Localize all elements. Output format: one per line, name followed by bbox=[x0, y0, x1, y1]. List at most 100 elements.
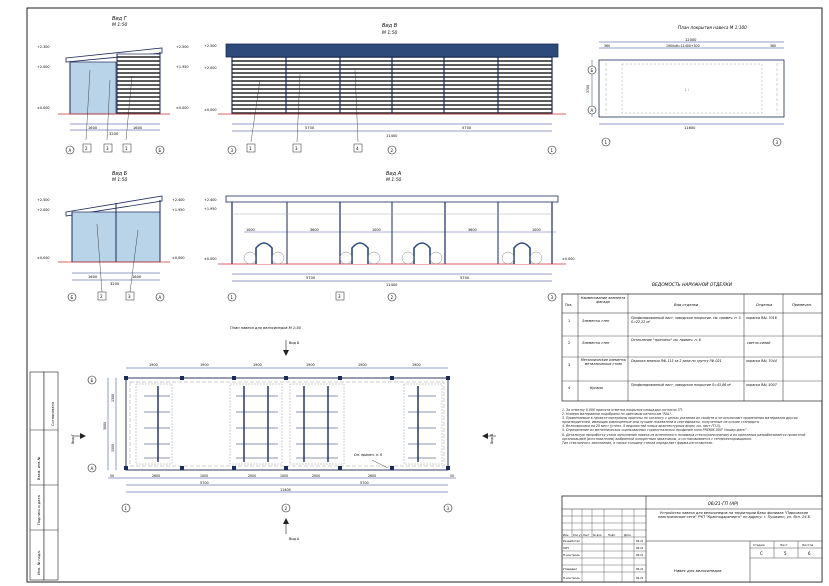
dim-v-5700b: 5700 bbox=[462, 126, 472, 130]
tb-date-1: 06.21 bbox=[636, 539, 644, 543]
tb-person-5: Н.контроль bbox=[563, 576, 580, 580]
axis-v-2: 2 bbox=[391, 148, 394, 153]
dim-a-3600b: 3600 bbox=[468, 228, 477, 232]
tb-person-3: Н.контроль bbox=[563, 553, 580, 557]
axis-roof-3: 3 bbox=[776, 140, 779, 145]
tb-stage: С bbox=[760, 551, 763, 556]
tb-col-doc: № док. bbox=[593, 534, 602, 537]
dim-roof-span: 1900x6=11400+300 bbox=[666, 44, 700, 48]
plan-dim-top-2: 1900 bbox=[200, 363, 209, 367]
row4-finish: Профилированный лист, заводское покрытие… bbox=[631, 383, 732, 387]
pos-v-4: 4 bbox=[356, 146, 359, 151]
tb-person-2: ГИП bbox=[563, 546, 570, 550]
view-b-title: Вид Б bbox=[112, 171, 128, 177]
row1-color: окраска RAL 7016 bbox=[746, 316, 777, 320]
plan-axis-3: 3 bbox=[447, 506, 450, 511]
note-7: Тип стеклянного заполнения, а также толщ… bbox=[562, 440, 714, 445]
row2-finish: Остекление "триплекс" см. примеч. п. 6 bbox=[631, 338, 701, 342]
axis-b-a: А bbox=[159, 295, 162, 300]
floor-plan-title: План навеса для велосипедов М 1:50 bbox=[230, 326, 302, 330]
level-g-1950: +1.950 bbox=[176, 65, 189, 69]
plan-axis-a: А bbox=[91, 466, 94, 471]
level-b-2000: +2.000 bbox=[37, 208, 50, 212]
plan-dim-b-2000a: 2000 bbox=[248, 474, 256, 478]
level-b-zero: ±0.000 bbox=[37, 256, 50, 260]
axis-g-a: А bbox=[69, 148, 72, 153]
plan-dim-b-50a: 50 bbox=[110, 474, 114, 478]
pos-b-2: 2 bbox=[100, 294, 103, 299]
finish-table-title: ВЕДОМОСТЬ НАРУЖНОЙ ОТДЕЛКИ bbox=[652, 281, 733, 288]
roof-plan: План покрытия навеса М 1:100 ↓ i 12000 1… bbox=[586, 25, 785, 147]
plan-dim-b-2000b: 2000 bbox=[312, 474, 320, 478]
tb-date-3: 06.21 bbox=[636, 553, 644, 557]
plan-see-note: См. примеч. п. 6 bbox=[354, 453, 382, 457]
axis-v-1: 1 bbox=[551, 148, 554, 153]
view-a-scale: М 1:50 bbox=[386, 177, 402, 183]
plan-dim-b-1000b: 1000 bbox=[280, 474, 288, 478]
row3-color: окраска RAL 7044 bbox=[746, 359, 777, 363]
note-4: 4. Велопарковка на 20 мест (утепл. 5 вед… bbox=[562, 424, 722, 429]
level-b-2500: +2.500 bbox=[37, 198, 50, 202]
view-g-title: Вид Г bbox=[112, 16, 128, 22]
axis-v-3: 3 bbox=[231, 148, 234, 153]
dim-roof-12000: 12000 bbox=[685, 38, 697, 42]
level-v-zero: ±0.000 bbox=[204, 108, 217, 112]
axis-b-b: Б bbox=[71, 295, 74, 300]
level-b-2400: +2.400 bbox=[172, 198, 185, 202]
plan-dim-l-3000: 3000 bbox=[103, 422, 107, 430]
note-3: 3. Применяемые в проекте материалы приня… bbox=[562, 416, 798, 425]
view-a-title: Вид А bbox=[386, 171, 402, 177]
row3-name: Металлические элементы металлических сто… bbox=[580, 358, 627, 366]
stamp-inv: Инв. № подл. bbox=[37, 550, 41, 575]
plan-axis-2: 2 bbox=[285, 506, 288, 511]
row4-pos: 4 bbox=[568, 386, 570, 390]
plan-view-b-top: Вид Б bbox=[289, 341, 300, 345]
row1-name: Элементы стен bbox=[581, 319, 610, 323]
dim-a-1000a: 1000 bbox=[246, 228, 255, 232]
plan-dim-l-1500: 1500 bbox=[111, 444, 115, 452]
dim-roof-360b: 360 bbox=[770, 44, 776, 48]
dim-g-3200: 3200 bbox=[109, 132, 119, 136]
th-pos: Поз. bbox=[565, 303, 573, 307]
roof-slope: ↓ i bbox=[684, 88, 689, 92]
row1-finish: Профилированный лист, заводское покрытие… bbox=[631, 316, 741, 325]
dim-a-11400: 11400 bbox=[386, 283, 398, 287]
bike-rack-2 bbox=[339, 242, 381, 265]
level-a-zero-r: ±0.000 bbox=[562, 257, 575, 261]
th-name: Наименование элемента фасада bbox=[580, 296, 626, 304]
level-b-zero-r: ±0.000 bbox=[172, 256, 185, 260]
tb-date-4: 06.21 bbox=[636, 567, 644, 571]
view-b: Вид Б М 1:50 +2.500 +2.400 +2.000 +1.950… bbox=[37, 171, 185, 302]
view-g: Вид Г М 1:50 +2.300 +2.500 +2.000 +1.950… bbox=[37, 16, 189, 155]
title-block: Изм. Кол.уч Лист № док. Подп. Дата Разра… bbox=[561, 495, 823, 583]
dim-b-3200: 3200 bbox=[110, 282, 120, 286]
pos-g-1: 1 bbox=[125, 146, 128, 151]
plan-dim-b-5700a: 5700 bbox=[200, 481, 209, 485]
level-g-2000: +2.000 bbox=[37, 65, 50, 69]
pos-a-3: 3 bbox=[338, 294, 341, 299]
row2-pos: 2 bbox=[568, 341, 570, 345]
th-finish: Вид отделки bbox=[674, 303, 699, 307]
row4-name: Кровля bbox=[590, 386, 603, 390]
dim-a-5700b: 5700 bbox=[460, 276, 470, 280]
axis-a-3: 3 bbox=[551, 295, 554, 300]
plan-rack-group-3 bbox=[289, 383, 345, 465]
view-v-title: Вид В bbox=[382, 23, 398, 29]
pos-g-3: 3 bbox=[106, 146, 109, 151]
tb-code: 06/21-ГП (АР) bbox=[708, 501, 739, 507]
dim-v-5700a: 5700 bbox=[305, 126, 315, 130]
level-g-2300: +2.300 bbox=[37, 45, 50, 49]
bike-rack-3 bbox=[401, 242, 443, 265]
stamp-sign: Подпись и дата bbox=[37, 495, 41, 525]
view-a: Вид А М 1:50 bbox=[204, 171, 575, 302]
pos-v-1: 1 bbox=[249, 146, 252, 151]
axis-a-2: 2 bbox=[391, 295, 394, 300]
dim-roof-360a: 360 bbox=[604, 44, 610, 48]
level-a-1950: +1.950 bbox=[204, 207, 217, 211]
finish-table: ВЕДОМОСТЬ НАРУЖНОЙ ОТДЕЛКИ Поз. Наименов… bbox=[561, 281, 823, 402]
plan-dim-b-1000a: 1000 bbox=[200, 474, 208, 478]
tb-sheet: 5 bbox=[784, 551, 787, 556]
note-6: 6. Детальную проработку узлов заполнения… bbox=[562, 432, 806, 441]
th-color: Отделка bbox=[756, 303, 772, 307]
tb-sheets: 6 bbox=[808, 551, 811, 556]
